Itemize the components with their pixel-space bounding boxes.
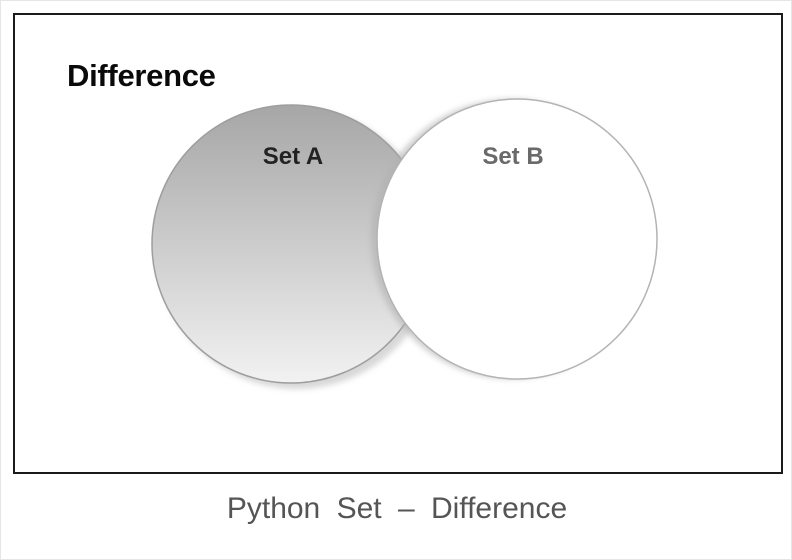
set-a-label: Set A xyxy=(263,143,323,170)
diagram-title: Difference xyxy=(67,58,216,93)
figure-caption: Python Set – Difference xyxy=(226,492,568,525)
set-b-circle xyxy=(376,98,658,380)
set-b-label: Set B xyxy=(482,143,543,170)
